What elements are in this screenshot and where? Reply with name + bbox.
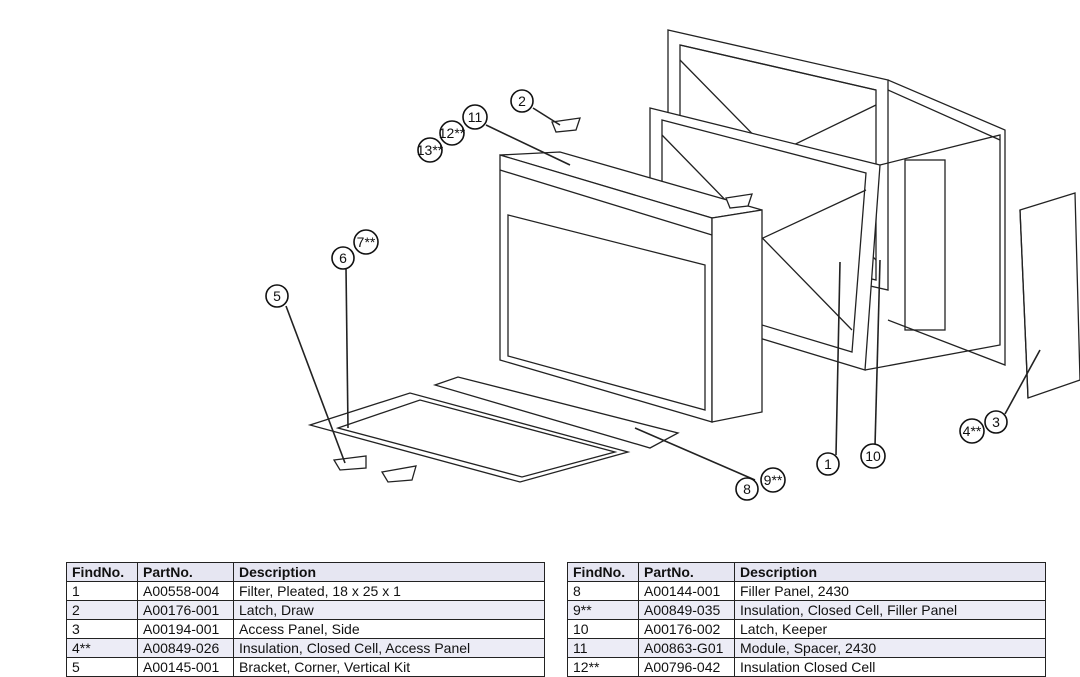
findno-cell: 5	[66, 657, 138, 677]
callout-1: 1	[816, 452, 840, 476]
svg-text:6: 6	[339, 250, 347, 266]
callout-13: 13**	[417, 137, 444, 163]
svg-text:4**: 4**	[963, 423, 982, 439]
svg-text:5: 5	[273, 288, 281, 304]
svg-text:8: 8	[743, 481, 751, 497]
svg-text:2: 2	[518, 93, 526, 109]
findno-cell: 10	[567, 619, 639, 639]
description-cell: Insulation Closed Cell	[734, 657, 1046, 677]
callout-8: 8	[735, 477, 759, 501]
svg-text:12**: 12**	[439, 125, 466, 141]
partno-cell: A00194-001	[137, 619, 234, 639]
header-description: Description	[233, 562, 545, 582]
description-cell: Insulation, Closed Cell, Filler Panel	[734, 600, 1046, 620]
filler-panel	[307, 376, 680, 483]
findno-cell: 4**	[66, 638, 138, 658]
callout-12: 12**	[439, 120, 466, 146]
description-cell: Filler Panel, 2430	[734, 581, 1046, 601]
callout-4: 4**	[959, 418, 985, 444]
callout-6: 6	[331, 246, 355, 270]
svg-text:1: 1	[824, 456, 832, 472]
findno-cell: 1	[66, 581, 138, 601]
header-description: Description	[734, 562, 1046, 582]
header-partno: PartNo.	[638, 562, 735, 582]
findno-cell: 11	[567, 638, 639, 658]
side-access-panel	[1019, 192, 1080, 399]
findno-cell: 3	[66, 619, 138, 639]
description-cell: Bracket, Corner, Vertical Kit	[233, 657, 545, 677]
exploded-parts-drawing: 1 2 3 4** 5 6 7** 8 9** 10 11 12** 13**	[265, 29, 1080, 501]
spacer-module	[499, 151, 763, 423]
partno-cell: A00863-G01	[638, 638, 735, 658]
description-cell: Module, Spacer, 2430	[734, 638, 1046, 658]
description-cell: Latch, Draw	[233, 600, 545, 620]
description-cell: Filter, Pleated, 18 x 25 x 1	[233, 581, 545, 601]
findno-cell: 2	[66, 600, 138, 620]
header-findno: FindNo.	[66, 562, 138, 582]
callout-10: 10	[860, 443, 886, 469]
callout-11: 11	[462, 104, 488, 130]
partno-cell: A00796-042	[638, 657, 735, 677]
partno-cell: A00144-001	[638, 581, 735, 601]
table-header-row: FindNo. PartNo. Description	[66, 562, 545, 582]
callout-2: 2	[510, 89, 534, 113]
svg-text:3: 3	[992, 414, 1000, 430]
findno-cell: 12**	[567, 657, 639, 677]
callout-5: 5	[265, 284, 289, 308]
header-findno: FindNo.	[567, 562, 639, 582]
corner-brackets	[332, 117, 753, 483]
description-cell: Latch, Keeper	[734, 619, 1046, 639]
description-cell: Access Panel, Side	[233, 619, 545, 639]
description-cell: Insulation, Closed Cell, Access Panel	[233, 638, 545, 658]
svg-text:7**: 7**	[357, 234, 376, 250]
svg-text:11: 11	[468, 109, 483, 125]
callout-9: 9**	[760, 467, 786, 493]
callout-7: 7**	[353, 229, 379, 255]
table-header-row: FindNo. PartNo. Description	[567, 562, 1046, 582]
partno-cell: A00849-035	[638, 600, 735, 620]
svg-text:9**: 9**	[764, 472, 783, 488]
findno-cell: 8	[567, 581, 639, 601]
partno-cell: A00176-001	[137, 600, 234, 620]
svg-text:10: 10	[865, 448, 881, 464]
partno-cell: A00145-001	[137, 657, 234, 677]
leader-lines	[285, 107, 1041, 481]
partno-cell: A00849-026	[137, 638, 234, 658]
callout-3: 3	[984, 410, 1008, 434]
partno-cell: A00176-002	[638, 619, 735, 639]
header-partno: PartNo.	[137, 562, 234, 582]
partno-cell: A00558-004	[137, 581, 234, 601]
svg-text:13**: 13**	[417, 142, 444, 158]
findno-cell: 9**	[567, 600, 639, 620]
